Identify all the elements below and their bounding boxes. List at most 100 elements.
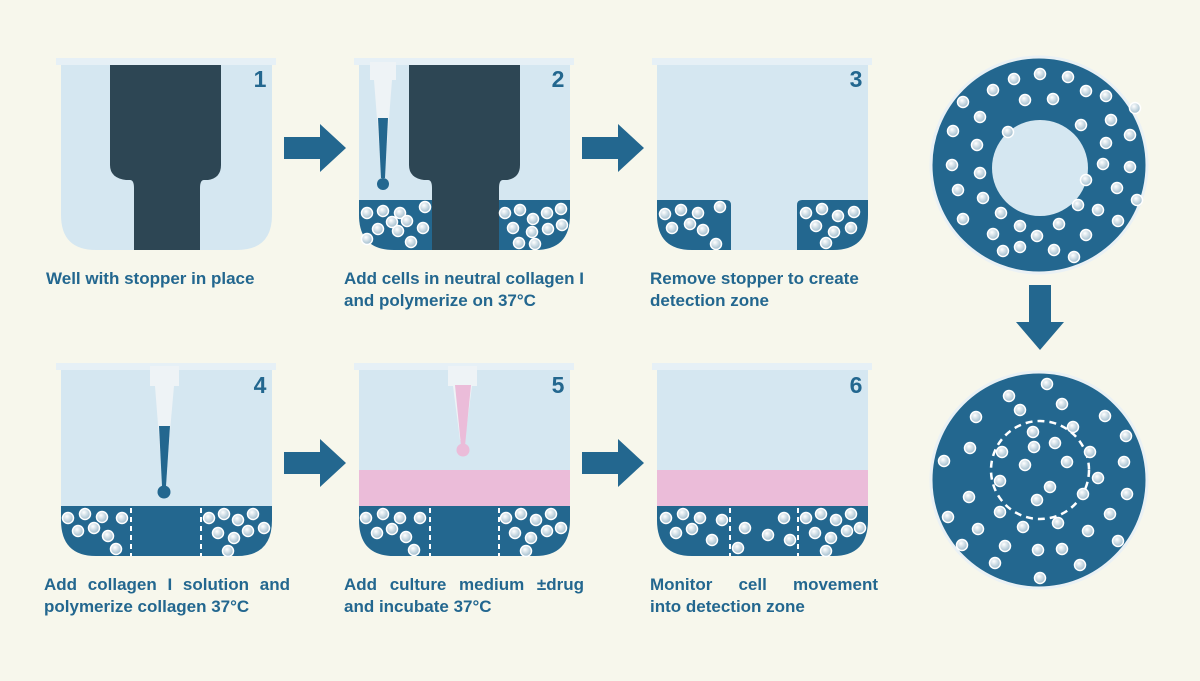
caption-line: detection zone xyxy=(650,291,770,310)
cell-icon xyxy=(844,507,858,521)
cell-icon xyxy=(1046,92,1060,106)
cell-icon xyxy=(799,206,813,220)
cell-icon xyxy=(1103,507,1117,521)
cell-icon xyxy=(993,474,1007,488)
cell-icon xyxy=(995,445,1009,459)
cell-icon xyxy=(808,526,822,540)
cell-icon xyxy=(227,531,241,545)
cell-icon xyxy=(101,529,115,543)
cell-icon xyxy=(1047,243,1061,257)
well-step-1: 1 xyxy=(56,58,276,250)
cell-icon xyxy=(705,533,719,547)
cell-icon xyxy=(969,410,983,424)
cell-icon xyxy=(1027,440,1041,454)
cell-icon xyxy=(659,511,673,525)
cell-icon xyxy=(217,507,231,521)
cell-icon xyxy=(512,236,526,250)
cell-icon xyxy=(976,191,990,205)
cell-icon xyxy=(513,203,527,217)
cell-icon xyxy=(526,212,540,226)
right-arrow-icon xyxy=(582,439,644,487)
cell-icon xyxy=(955,538,969,552)
cell-icon xyxy=(1117,455,1131,469)
cell-icon xyxy=(1018,93,1032,107)
cell-icon xyxy=(853,521,867,535)
cell-icon xyxy=(554,521,568,535)
cell-icon xyxy=(1007,72,1021,86)
cell-icon xyxy=(973,110,987,124)
well-step-6: 6 xyxy=(652,363,872,556)
caption-line: Add culture medium ±drug xyxy=(344,575,584,594)
cell-icon xyxy=(685,522,699,536)
cell-icon xyxy=(1071,198,1085,212)
caption-line: polymerize collagen 37°C xyxy=(44,597,250,616)
cell-icon xyxy=(963,441,977,455)
caption-line: Add cells in neutral collagen I xyxy=(344,269,584,288)
cell-icon xyxy=(998,539,1012,553)
cell-icon xyxy=(970,138,984,152)
cell-icon xyxy=(988,556,1002,570)
cell-icon xyxy=(525,225,539,239)
cell-icon xyxy=(544,507,558,521)
cell-icon xyxy=(1073,558,1087,572)
pipette-icon xyxy=(150,366,179,499)
stopper xyxy=(110,65,221,250)
cell-icon xyxy=(400,214,414,228)
cell-icon xyxy=(1128,101,1142,115)
cell-icon xyxy=(693,511,707,525)
cell-icon xyxy=(524,531,538,545)
cell-icon xyxy=(1061,70,1075,84)
caption-line: Remove stopper to create xyxy=(650,269,859,288)
cell-icon xyxy=(956,212,970,226)
cell-icon xyxy=(799,511,813,525)
cell-icon xyxy=(1060,455,1074,469)
cell-icon xyxy=(844,221,858,235)
cell-icon xyxy=(376,507,390,521)
cell-icon xyxy=(1016,520,1030,534)
cell-icon xyxy=(946,124,960,138)
cell-icon xyxy=(1123,160,1137,174)
cell-icon xyxy=(824,531,838,545)
cell-icon xyxy=(519,544,533,558)
cell-icon xyxy=(115,511,129,525)
cell-icon xyxy=(554,202,568,216)
cell-icon xyxy=(986,227,1000,241)
cell-icon xyxy=(1067,250,1081,264)
cell-icon xyxy=(1048,436,1062,450)
cell-icon xyxy=(360,232,374,246)
cell-icon xyxy=(1119,429,1133,443)
caption-line: and incubate 37°C xyxy=(344,597,492,616)
cell-icon xyxy=(202,511,216,525)
cell-icon xyxy=(1013,240,1027,254)
cell-icon xyxy=(831,209,845,223)
cell-icon xyxy=(1099,89,1113,103)
cell-icon xyxy=(827,225,841,239)
cell-icon xyxy=(945,158,959,172)
cell-icon xyxy=(819,236,833,250)
cell-icon xyxy=(829,513,843,527)
cell-icon xyxy=(709,237,723,251)
cell-icon xyxy=(951,183,965,197)
cell-icon xyxy=(1052,217,1066,231)
step-number: 5 xyxy=(552,372,565,398)
culture-medium-layer xyxy=(359,470,570,506)
caption-step-1: Well with stopper in place xyxy=(46,268,254,290)
right-arrow-icon xyxy=(284,439,346,487)
cell-icon xyxy=(1111,534,1125,548)
cell-icon xyxy=(1002,389,1016,403)
cell-icon xyxy=(506,221,520,235)
top-view-before xyxy=(929,55,1149,275)
cell-icon xyxy=(246,507,260,521)
caption-line: and polymerize on 37°C xyxy=(344,291,536,310)
cell-icon xyxy=(1013,403,1027,417)
cell-icon xyxy=(1083,445,1097,459)
caption-step-4: Add collagen I solution and polymerize c… xyxy=(44,574,290,618)
caption-line: Monitor cell movement xyxy=(650,575,878,594)
cell-icon xyxy=(404,235,418,249)
caption-step-5: Add culture medium ±drug and incubate 37… xyxy=(344,574,584,618)
cell-icon xyxy=(1110,181,1124,195)
cell-icon xyxy=(371,222,385,236)
cell-icon xyxy=(676,507,690,521)
step-number: 2 xyxy=(552,66,565,92)
